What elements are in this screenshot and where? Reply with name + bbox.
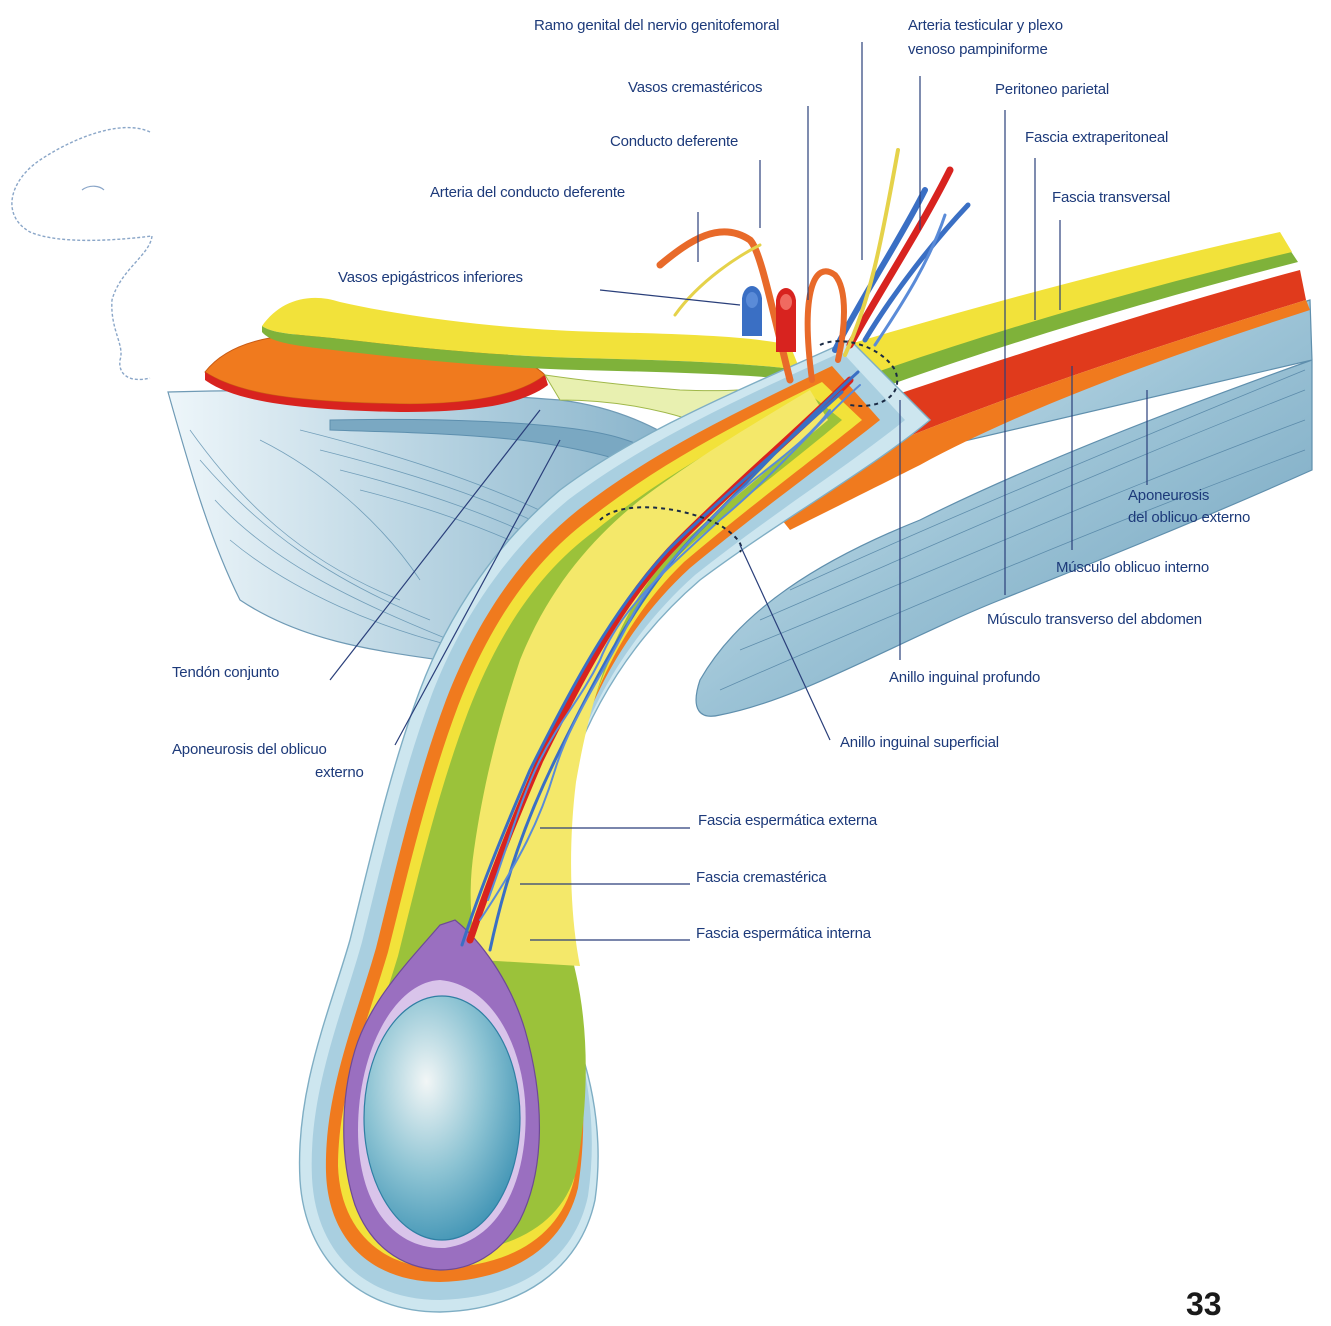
- label-fascia-esp-externa: Fascia espermática externa: [698, 812, 878, 829]
- label-aponeurosis-izq-2: externo: [315, 764, 364, 781]
- leader-lines: [329, 42, 1148, 941]
- label-ramo-genital: Ramo genital del nervio genitofemoral: [534, 17, 780, 34]
- cord-core: [470, 390, 828, 966]
- extraperitoneal-right: [830, 232, 1292, 378]
- deep-inguinal-ring: [819, 340, 899, 407]
- label-aponeurosis-der-1: Aponeurosis: [1128, 487, 1210, 504]
- sketch-eye: [81, 185, 105, 191]
- transversalis-line-right: [860, 250, 1298, 392]
- label-arteria-testicular-1: Arteria testicular y plexo: [908, 17, 1063, 34]
- testis: [363, 995, 521, 1241]
- green-layer-left: [262, 326, 800, 380]
- epigastric-vessels: [742, 286, 796, 352]
- label-fascia-transversal: Fascia transversal: [1052, 189, 1171, 206]
- label-aponeurosis-izq-1: Aponeurosis del oblicuo: [172, 741, 327, 758]
- yellow-layer-left: [262, 297, 800, 370]
- internal-oblique-right: [770, 300, 1310, 530]
- label-peritoneo-parietal: Peritoneo parietal: [995, 81, 1109, 98]
- label-fascia-cremasterica: Fascia cremastérica: [696, 869, 827, 886]
- label-fascia-extraperitoneal: Fascia extraperitoneal: [1025, 129, 1169, 146]
- transverse-muscle-right: [880, 270, 1306, 440]
- pampiniform-plexus: [460, 370, 861, 952]
- label-anillo-profundo: Anillo inguinal profundo: [889, 669, 1041, 686]
- label-tendon-conjunto: Tendón conjunto: [172, 664, 280, 681]
- label-vasos-cremastericos: Vasos cremastéricos: [628, 79, 763, 96]
- label-aponeurosis-der-2: del oblicuo externo: [1128, 509, 1251, 526]
- aponeurosis-fibers-right: [719, 369, 1306, 691]
- label-arteria-testicular-2: venoso pampiniforme: [908, 41, 1048, 58]
- page-number: 33: [1186, 1286, 1222, 1322]
- label-fascia-esp-interna: Fascia espermática interna: [696, 925, 871, 942]
- label-vasos-epigastricos: Vasos epigástricos inferiores: [338, 269, 523, 286]
- superficial-inguinal-ring: [599, 506, 743, 553]
- emerging-vessels: [656, 148, 971, 384]
- label-conducto-deferente: Conducto deferente: [610, 133, 739, 150]
- label-musculo-transverso: Músculo transverso del abdomen: [987, 611, 1202, 628]
- label-musculo-oblicuo-interno: Músculo oblicuo interno: [1056, 559, 1209, 576]
- label-anillo-superficial: Anillo inguinal superficial: [840, 734, 999, 751]
- label-arteria-conducto: Arteria del conducto deferente: [430, 184, 625, 201]
- muscle-block-left-red: [205, 372, 548, 412]
- sketch-outline: [11, 126, 153, 381]
